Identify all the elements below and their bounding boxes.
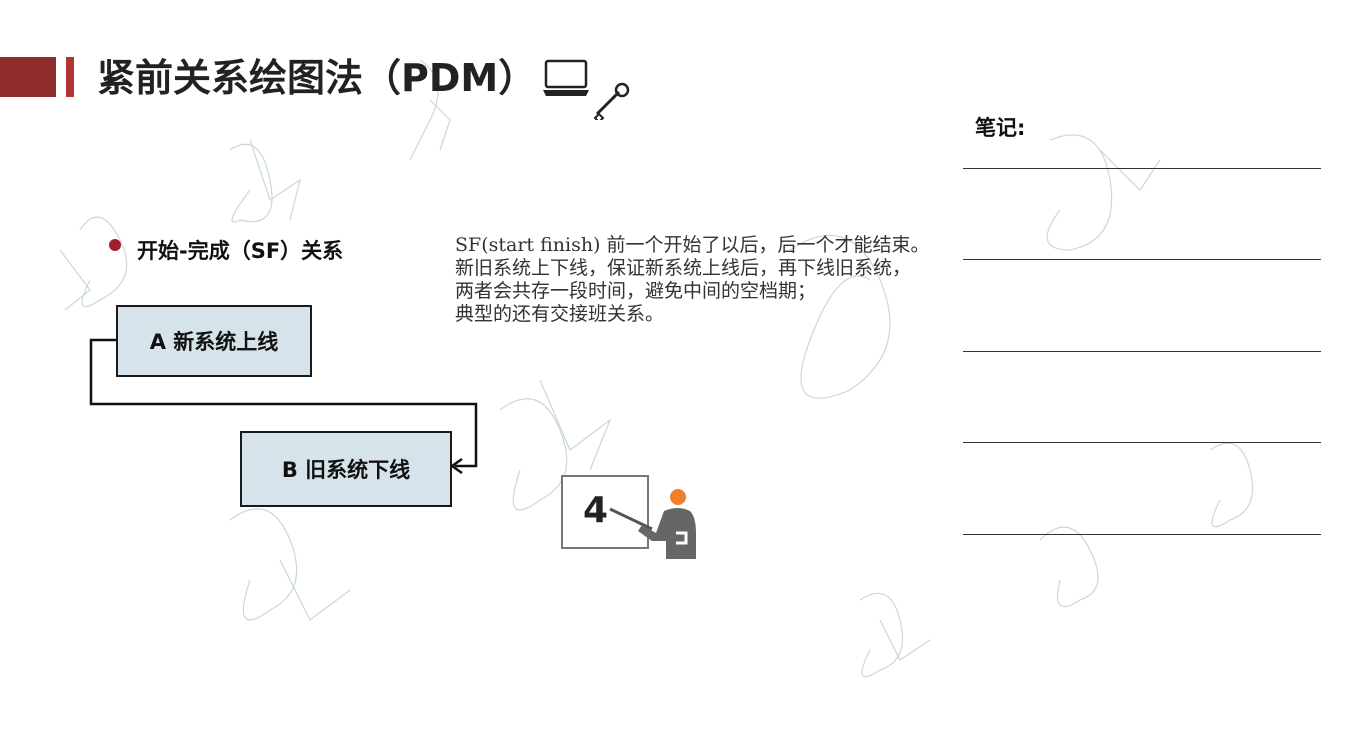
note-line bbox=[963, 351, 1321, 352]
description-line: 典型的还有交接班关系。 bbox=[455, 303, 665, 325]
note-line bbox=[963, 259, 1321, 260]
laptop-tools-icon bbox=[543, 59, 630, 120]
note-line bbox=[963, 534, 1321, 535]
presenter-board bbox=[561, 475, 649, 549]
description-line: 新旧系统上下线，保证新系统上线后，再下线旧系统， bbox=[455, 257, 912, 279]
presenter-icon bbox=[609, 489, 696, 559]
description-text: SF(start finish) 前一个开始了以后，后一个才能结束。 新旧系统上… bbox=[455, 234, 1095, 326]
activity-a-box: A 新系统上线 bbox=[116, 305, 312, 377]
title-accent-bar bbox=[0, 57, 56, 97]
note-line bbox=[963, 168, 1321, 169]
activity-b-box: B 旧系统下线 bbox=[240, 431, 452, 507]
title-accent-stripe bbox=[66, 57, 74, 97]
description-line: SF(start finish) 前一个开始了以后，后一个才能结束。 bbox=[455, 234, 930, 256]
note-line bbox=[963, 442, 1321, 443]
presenter-number: 4 bbox=[583, 490, 609, 531]
bullet-heading: 开始-完成（SF）关系 bbox=[137, 239, 344, 263]
bullet-dot bbox=[109, 239, 121, 251]
page-title: 紧前关系绘图法（PDM） bbox=[97, 56, 537, 100]
description-line: 两者会共存一段时间，避免中间的空档期； bbox=[455, 280, 817, 302]
notes-label: 笔记: bbox=[975, 116, 1026, 140]
